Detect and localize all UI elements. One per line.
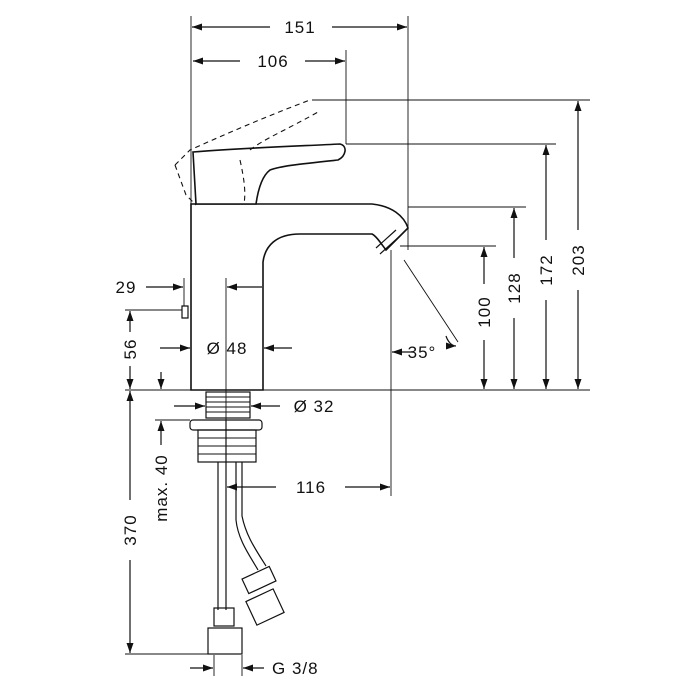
dim-thread-g38: G 3/8 bbox=[190, 655, 319, 678]
dim-29: 29 bbox=[116, 278, 262, 462]
dim-128: 128 bbox=[505, 208, 524, 389]
dim-106: 106 bbox=[193, 50, 347, 144]
dim-370: 370 bbox=[121, 391, 212, 655]
dim-diameter-32-label: Ø 32 bbox=[294, 397, 335, 416]
dim-56: 56 bbox=[121, 309, 182, 389]
dim-172-label: 172 bbox=[537, 254, 556, 285]
dim-max-40: max. 40 bbox=[152, 372, 190, 522]
dim-angle-35-label: 35° bbox=[408, 343, 437, 362]
pop-up-rod bbox=[181, 305, 189, 319]
dim-diameter-48: Ø 48 bbox=[160, 339, 292, 358]
dim-100: 100 bbox=[475, 247, 494, 389]
dim-151: 151 bbox=[190, 16, 409, 250]
dim-203-label: 203 bbox=[569, 244, 588, 275]
supply-hoses bbox=[207, 462, 285, 655]
dim-max-40-label: max. 40 bbox=[152, 454, 171, 521]
dim-370-label: 370 bbox=[121, 514, 140, 545]
dim-29-label: 29 bbox=[116, 278, 137, 297]
dim-128-label: 128 bbox=[505, 272, 524, 303]
dim-angle-35: 35° bbox=[392, 259, 459, 362]
dim-100-label: 100 bbox=[475, 296, 494, 327]
dim-diameter-48-label: Ø 48 bbox=[207, 339, 248, 358]
faucet-body bbox=[190, 143, 409, 391]
dim-56-label: 56 bbox=[121, 339, 140, 360]
dim-116-label: 116 bbox=[296, 478, 326, 497]
dim-116: 116 bbox=[227, 250, 392, 497]
dim-106-label: 106 bbox=[257, 52, 288, 71]
dim-thread-g38-label: G 3/8 bbox=[272, 659, 319, 678]
dim-172: 172 bbox=[537, 145, 556, 389]
dim-diameter-32: Ø 32 bbox=[174, 397, 335, 416]
dim-203: 203 bbox=[569, 101, 588, 389]
dim-151-label: 151 bbox=[284, 18, 315, 37]
lever-raised-outline bbox=[174, 99, 319, 206]
